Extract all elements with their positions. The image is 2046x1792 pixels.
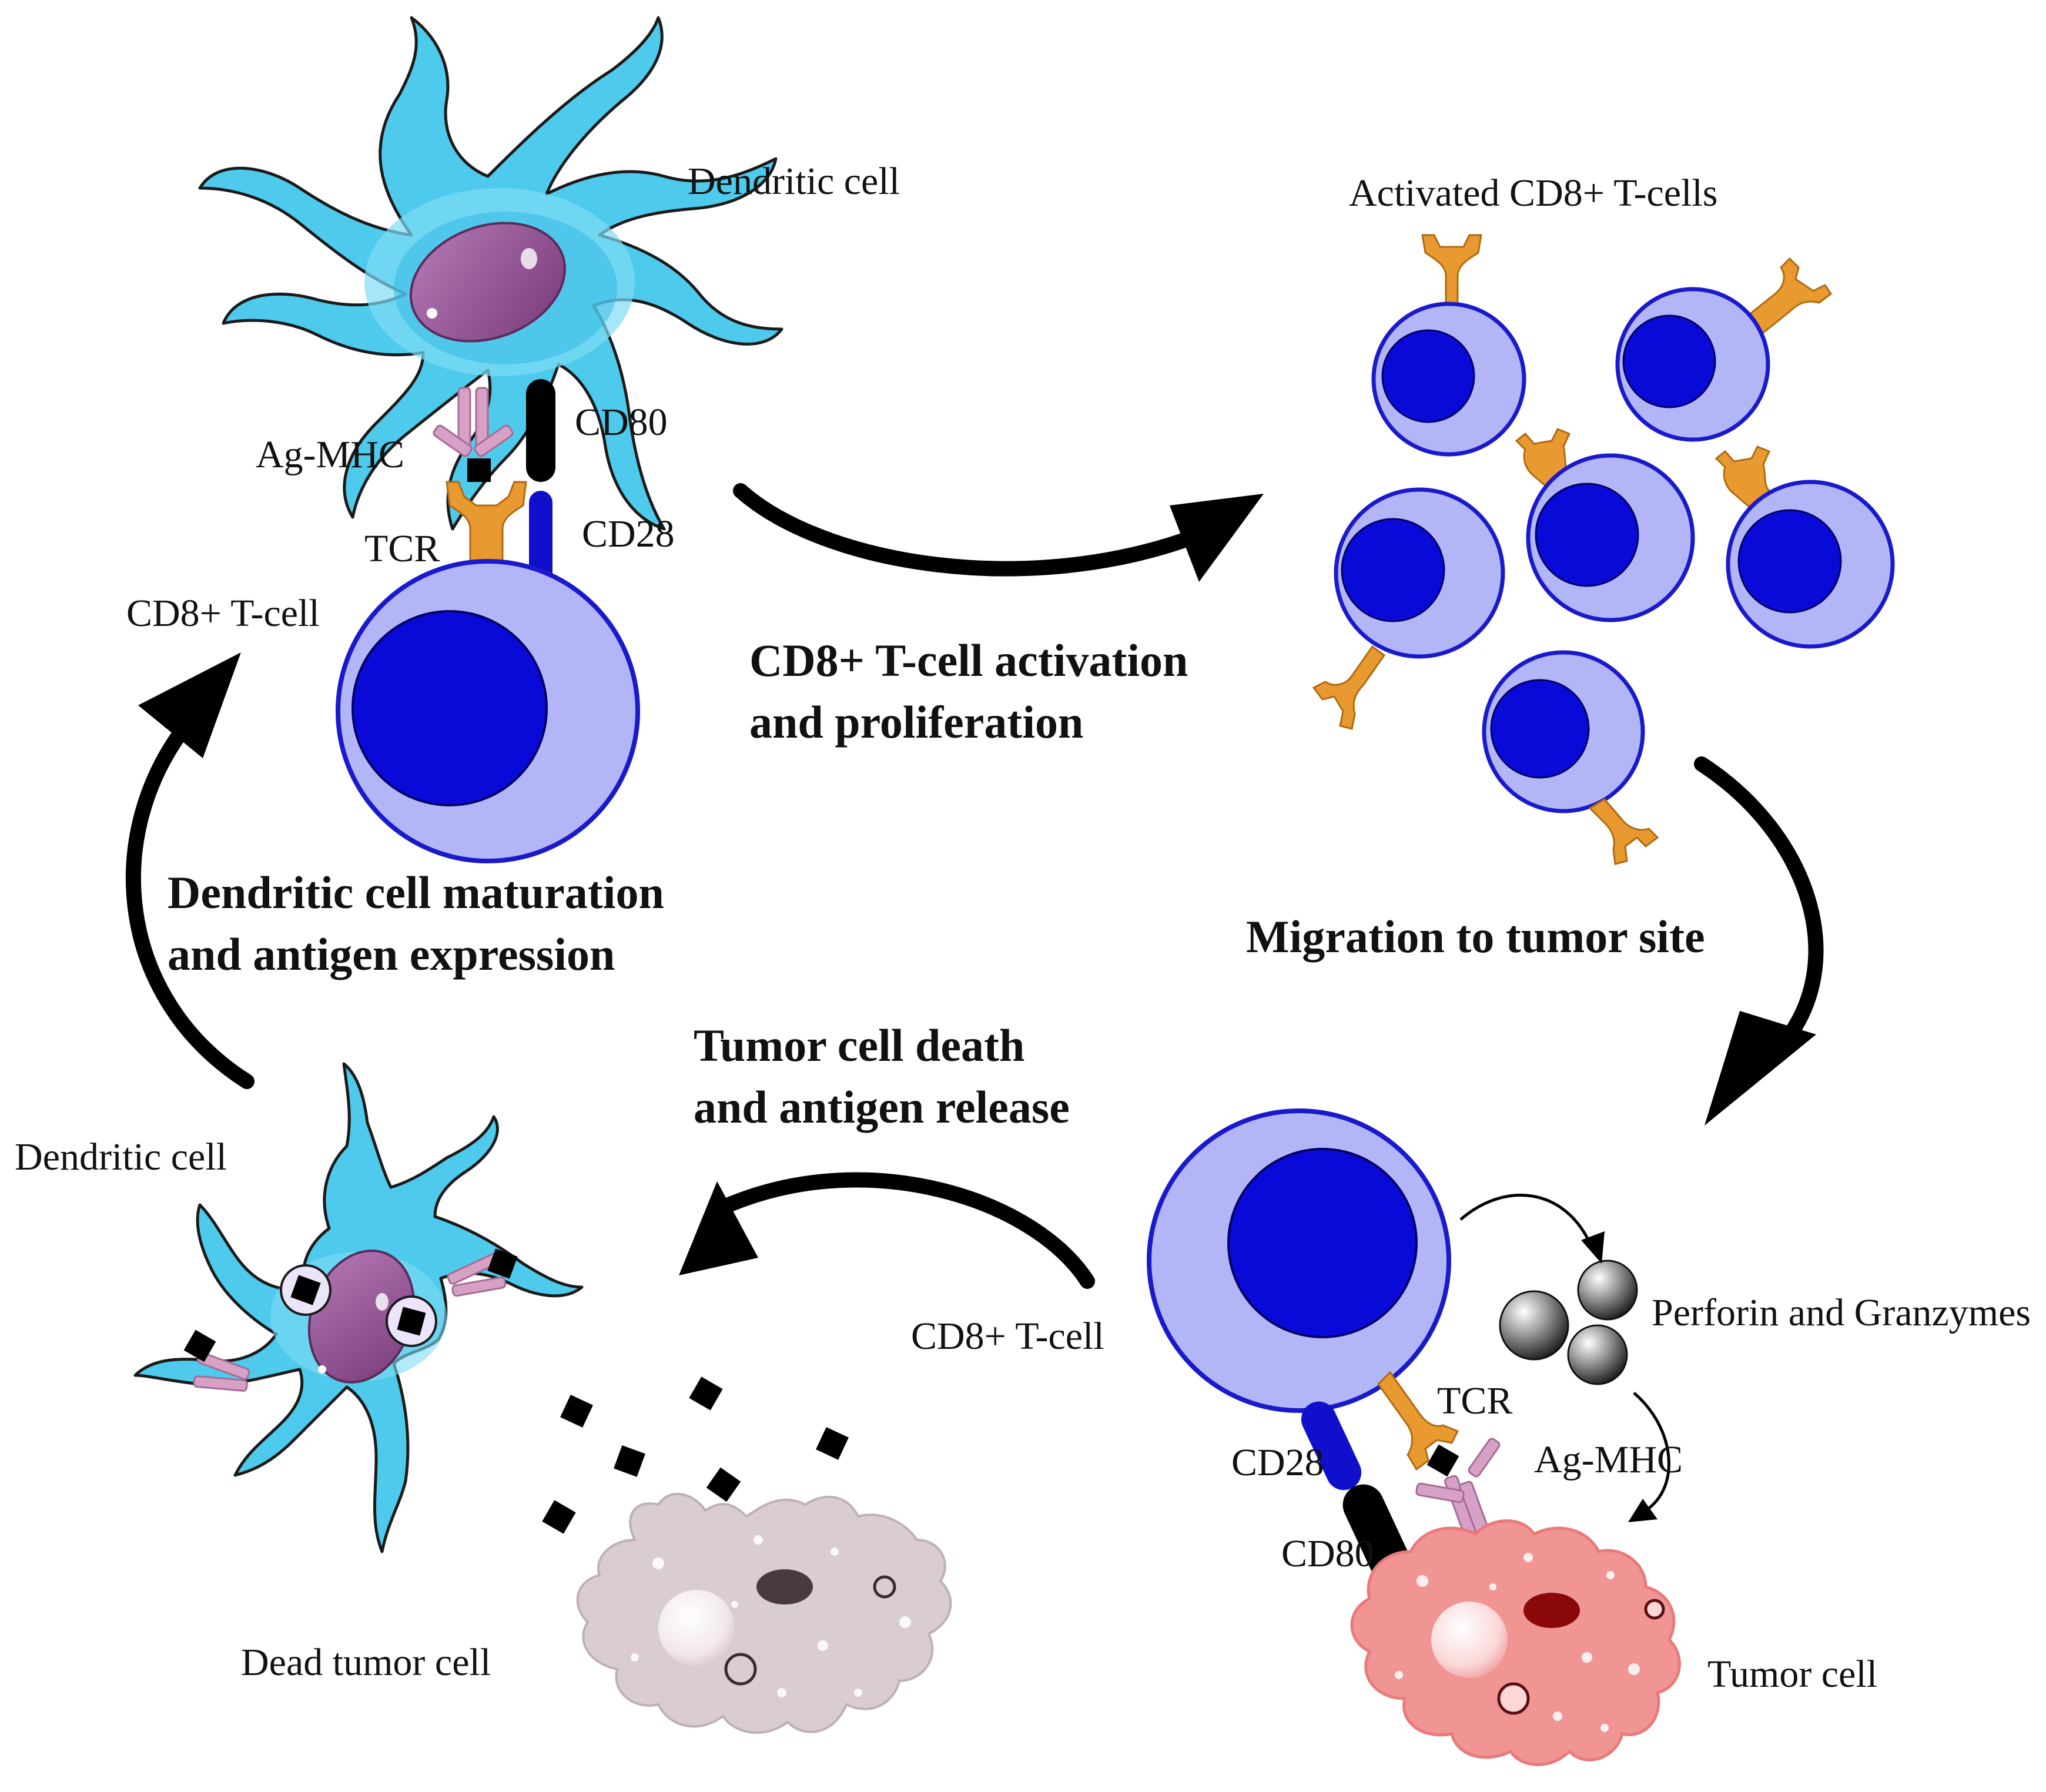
label-ag-mhc-top: Ag-MHC [256, 433, 404, 476]
cd8-t-cell-bottom [1147, 1108, 1451, 1413]
activated-t-cell [1371, 234, 1526, 457]
tumor-cell [1350, 1519, 1681, 1766]
label-cd8-t-cell-bottom: CD8+ T-cell [911, 1315, 1104, 1358]
label-ag-mhc-bottom: Ag-MHC [1534, 1438, 1683, 1481]
label-cd80-bottom: CD80 [1281, 1532, 1374, 1575]
label-dendritic-cell-top: Dendritic cell [688, 160, 900, 203]
perforin-granzymes-spheres [1499, 1260, 1638, 1385]
dead-tumor-cell [576, 1493, 952, 1734]
tcr-molecule-top [446, 481, 527, 571]
label-dendritic-cell-bottom: Dendritic cell [15, 1136, 227, 1178]
cd80-molecule-top [526, 379, 555, 482]
arrow-migration [1694, 756, 1824, 1126]
label-perforin-granzymes: Perforin and Granzymes [1652, 1291, 2031, 1334]
step-activation-line2: and proliferation [749, 696, 1083, 748]
cd28-molecule-top [529, 491, 552, 585]
antigen-bottom [1426, 1444, 1459, 1477]
activated-t-cell [1715, 446, 1895, 649]
arrow-tumor-death [679, 1172, 1095, 1289]
tcr-molecule-bottom [1377, 1371, 1459, 1471]
label-tcr-top: TCR [364, 527, 440, 570]
label-cd28-bottom: CD28 [1231, 1441, 1324, 1484]
released-antigens [542, 1376, 849, 1534]
label-cd28-top: CD28 [582, 513, 675, 555]
cd28-molecule-bottom [1301, 1401, 1362, 1490]
antigen-presentation-bottom [183, 1248, 518, 1392]
thin-arrow-to-tumor [1628, 1392, 1670, 1522]
cd8-t-cell-top [336, 559, 640, 863]
step-activation-line1: CD8+ T-cell activation [749, 635, 1188, 686]
thin-arrow-to-granzymes [1459, 1194, 1605, 1264]
label-activated-cd8-t-cells: Activated CD8+ T-cells [1349, 172, 1717, 215]
activated-t-cell [1515, 428, 1695, 622]
label-cd80-top: CD80 [575, 401, 668, 444]
label-dead-tumor-cell: Dead tumor cell [241, 1641, 491, 1684]
activated-t-cell [1615, 257, 1833, 442]
activated-t-cells-cluster [1312, 234, 1895, 865]
step-death-line2: and antigen release [694, 1081, 1070, 1133]
activated-t-cell [1312, 487, 1505, 730]
ag-mhc-top [433, 387, 514, 457]
arrow-dc-maturation [125, 652, 255, 1089]
label-tcr-bottom: TCR [1437, 1379, 1512, 1422]
label-tumor-cell: Tumor cell [1707, 1653, 1877, 1696]
step-maturation-line1: Dendritic cell maturation [168, 867, 664, 918]
label-cd8-t-cell-top: CD8+ T-cell [126, 592, 320, 635]
arrow-activation [733, 483, 1264, 582]
step-migration: Migration to tumor site [1246, 911, 1705, 962]
step-maturation-line2: and antigen expression [168, 929, 615, 980]
activated-t-cell [1482, 650, 1659, 865]
step-death-line1: Tumor cell death [694, 1020, 1024, 1071]
antigen-top [467, 458, 491, 482]
dendritic-cell-top [198, 16, 783, 531]
